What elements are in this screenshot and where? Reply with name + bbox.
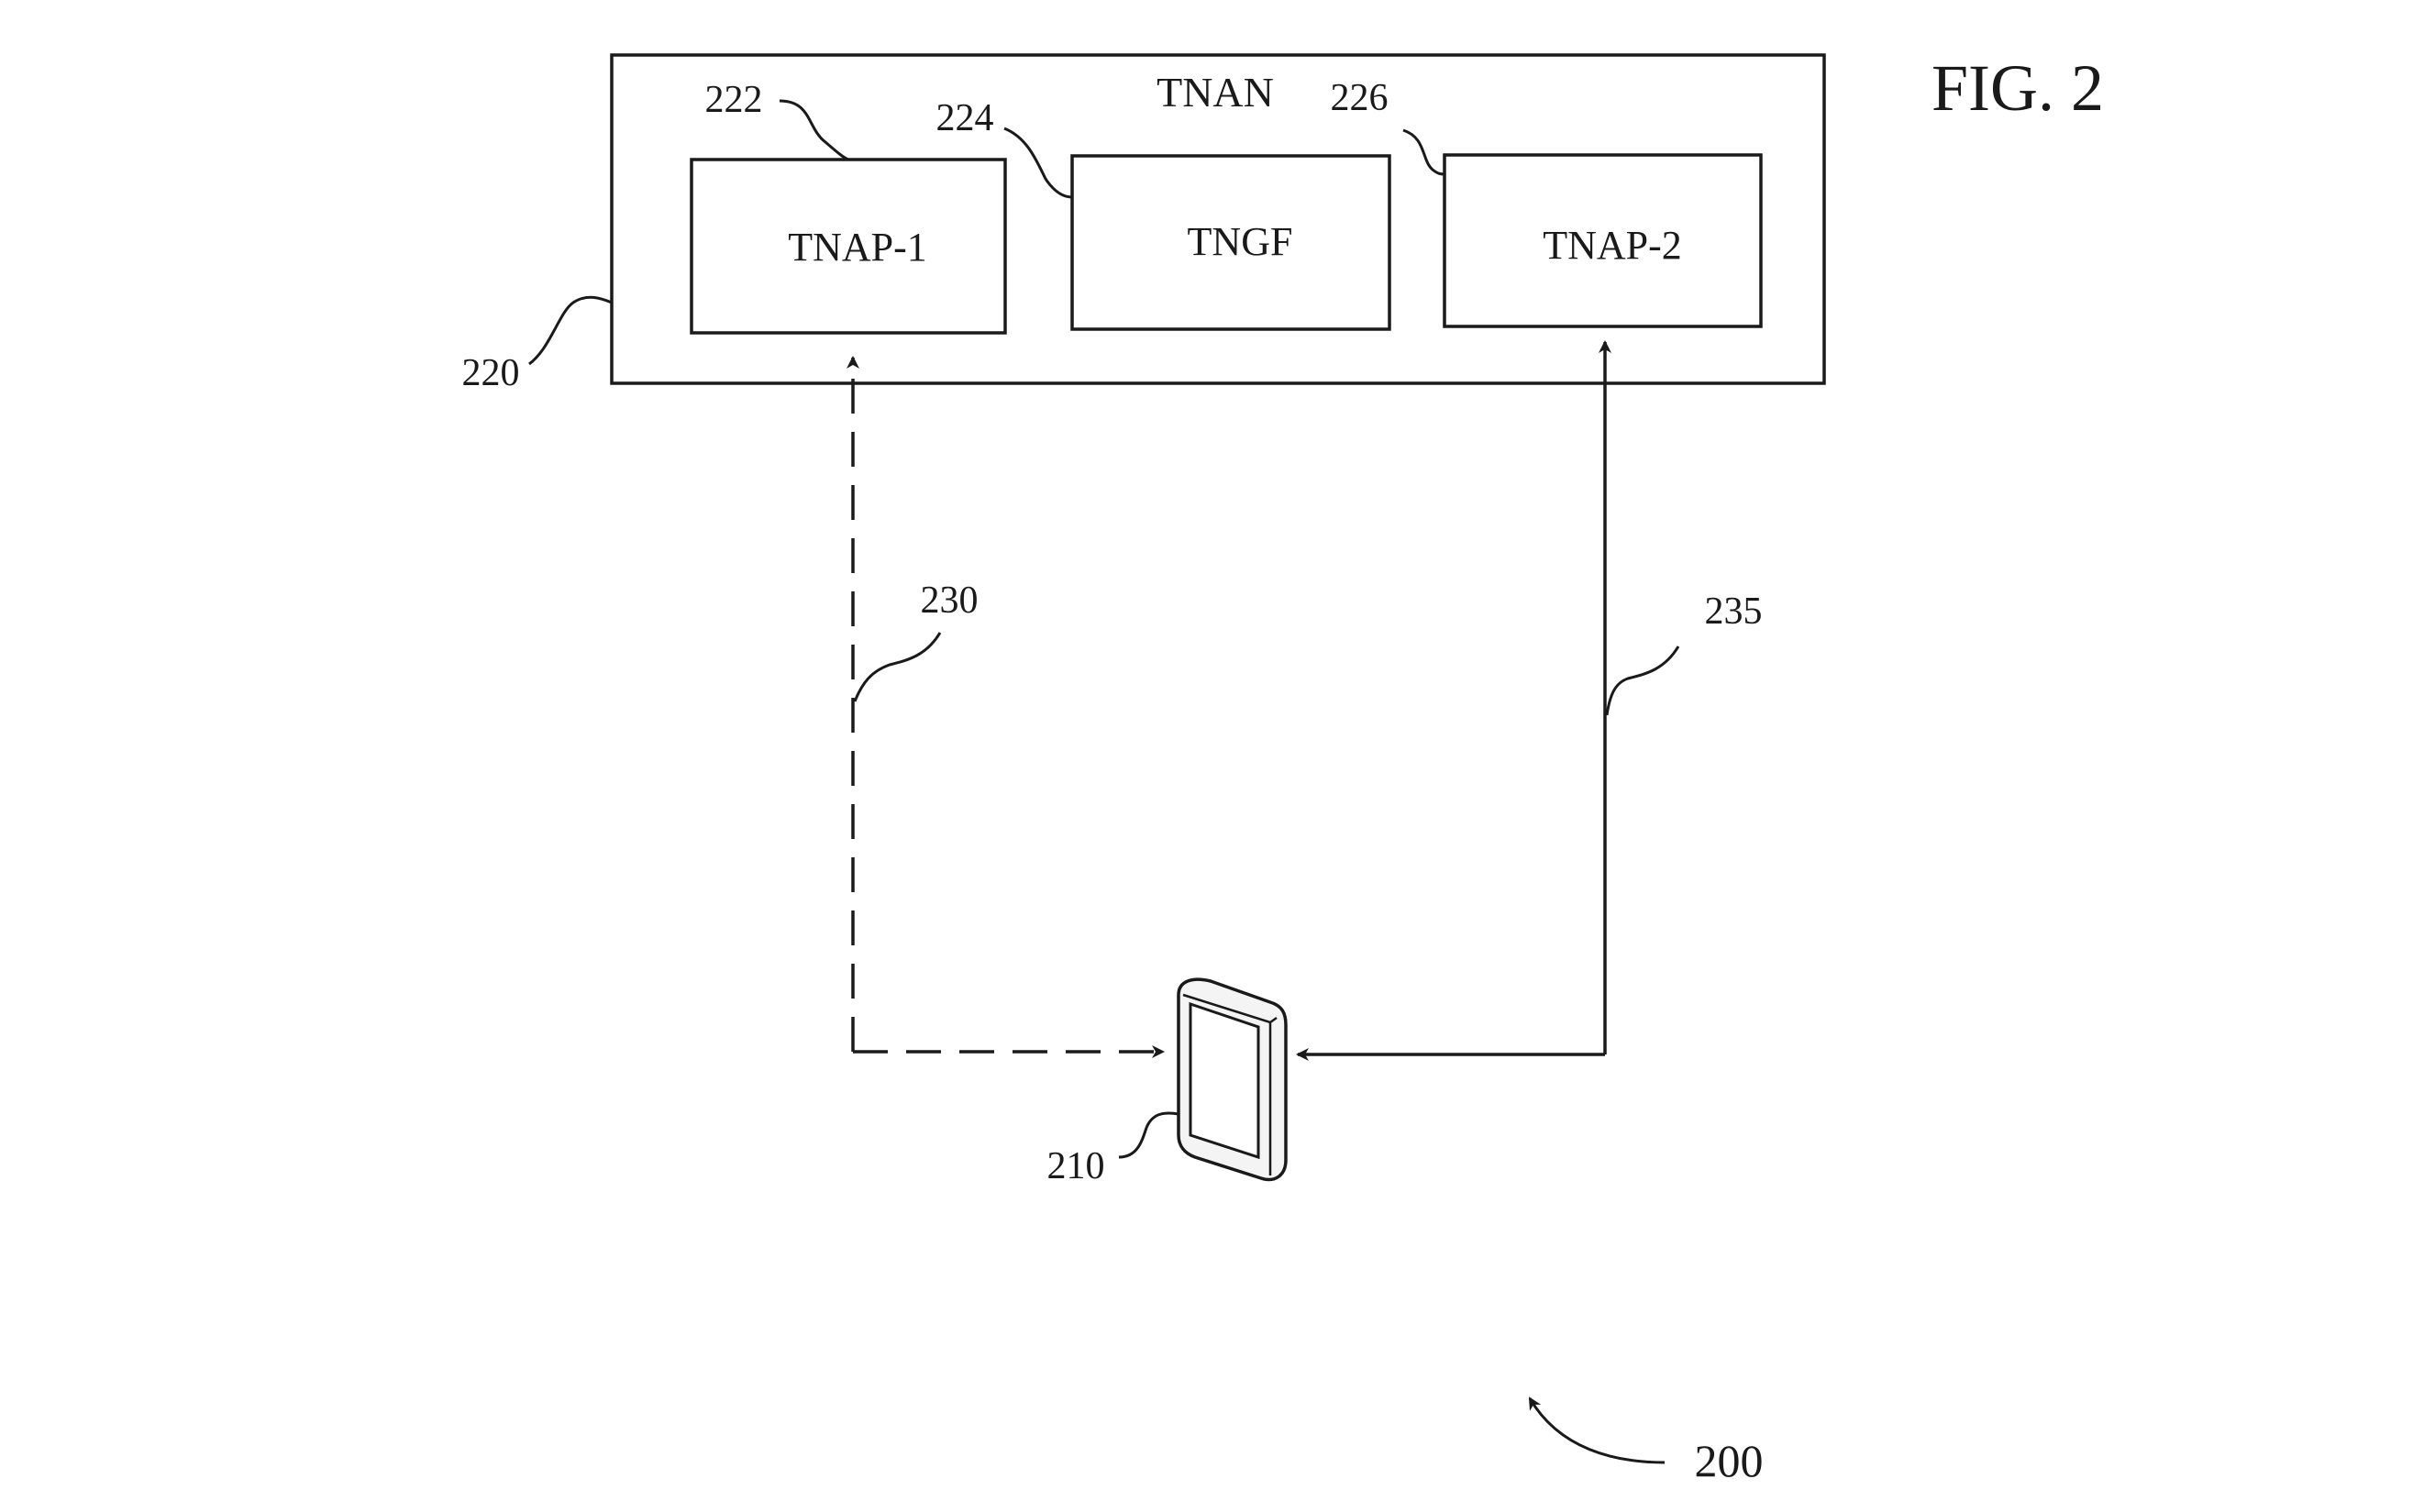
- tnap-1-label: TNAP-1: [788, 225, 927, 270]
- figure-caption: FIG. 2: [1931, 51, 2104, 125]
- device-screen: [1189, 1001, 1260, 1160]
- ref-235: 235: [1705, 590, 1763, 633]
- ref-224-leader: [1003, 127, 1073, 199]
- link-230: 230: [847, 356, 1165, 1058]
- ref-220-leader: [528, 295, 613, 366]
- ref-230-leader: [853, 632, 942, 702]
- ref-235-leader: [1605, 646, 1680, 716]
- tnap-1-box: [690, 158, 1007, 335]
- ref-222: 222: [705, 79, 763, 121]
- ref-226: 226: [1331, 77, 1389, 119]
- mobile-device-icon: 210: [1047, 977, 1288, 1187]
- ref-224: 224: [936, 97, 994, 139]
- tngf-node: TNGF 224: [936, 97, 1391, 331]
- tnap-2-box: [1443, 153, 1763, 328]
- ref-220: 220: [462, 352, 520, 394]
- ref-210: 210: [1047, 1145, 1105, 1187]
- ref-226-leader: [1402, 128, 1445, 176]
- tnap-1-node: TNAP-1 222: [690, 79, 1007, 335]
- ref-210-leader: [1118, 1111, 1179, 1159]
- system-ref: 200: [1528, 1396, 1764, 1486]
- ref-200-arrow: [1528, 1396, 1666, 1464]
- ref-222-leader: [779, 99, 849, 161]
- tngf-box: [1070, 154, 1391, 331]
- link-235: 235: [1296, 340, 1763, 1061]
- ref-230: 230: [921, 579, 979, 622]
- ref-200: 200: [1695, 1435, 1764, 1486]
- tnan-label: TNAN: [1157, 69, 1274, 116]
- tnap-2-label: TNAP-2: [1543, 223, 1682, 268]
- device-bezel: [1182, 993, 1278, 1175]
- tnap-2-node: TNAP-2 226: [1331, 77, 1763, 328]
- tngf-label: TNGF: [1188, 219, 1293, 264]
